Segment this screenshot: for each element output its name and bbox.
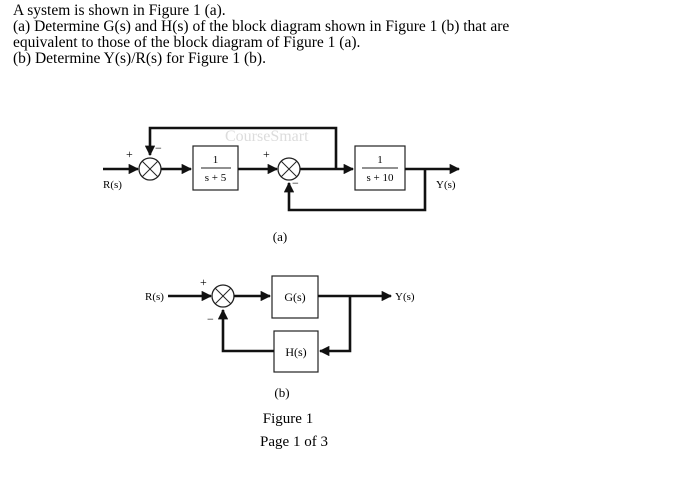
sum2-minus-sign: − [292, 176, 299, 190]
sum1-plus-sign: + [126, 147, 133, 161]
h-block [273, 330, 319, 373]
caption-b: (b) [274, 385, 289, 400]
feedback-wire-to-h [318, 296, 352, 357]
output-label-a: Y(s) [436, 179, 456, 191]
caption-a: (a) [273, 229, 287, 244]
block2-numerator: 1 [377, 154, 383, 166]
g-block-label: G(s) [284, 290, 305, 304]
question-line-2: (a) Determine G(s) and H(s) of the block… [13, 18, 510, 35]
figure-label: Figure 1 [263, 411, 313, 427]
feedback-wire-to-sum [217, 308, 274, 353]
block1-numerator: 1 [213, 154, 219, 166]
question-text: A system is shown in Figure 1 (a). (a) D… [13, 3, 673, 67]
h-block-label: H(s) [285, 345, 306, 359]
sum1-minus-sign: − [155, 141, 162, 155]
block2-denominator: s + 10 [367, 172, 394, 184]
inner-feedback-path [283, 169, 427, 212]
question-line-1: A system is shown in Figure 1 (a). [13, 2, 226, 19]
question-line-4: (b) Determine Y(s)/R(s) for Figure 1 (b)… [13, 50, 266, 67]
input-label-a: R(s) [103, 179, 122, 191]
sum-b-plus-sign: + [200, 275, 207, 289]
block1-denominator: s + 5 [205, 172, 227, 184]
watermark-text: CourseSmart [225, 128, 309, 145]
figure-b: R(s) + − G(s) Y(s) H(s) (b) [145, 275, 415, 400]
question-line-3: equivalent to those of the block diagram… [13, 34, 361, 51]
sum-b-minus-sign: − [207, 312, 214, 326]
outer-feedback-path [144, 126, 338, 169]
figure-a: CourseSmart R(s) + − 1 s + 5 + − 1 s + 1… [103, 126, 461, 244]
output-label-b: Y(s) [395, 291, 415, 303]
input-label-b: R(s) [145, 291, 164, 303]
page-number: Page 1 of 3 [260, 434, 328, 450]
sum2-plus-sign: + [263, 147, 270, 161]
